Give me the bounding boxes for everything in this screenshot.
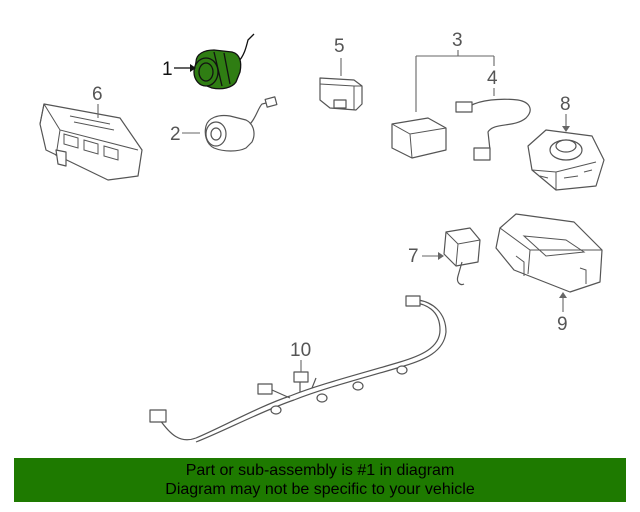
callout-3: 3 [415, 30, 495, 112]
part-10-wiring-harness[interactable] [149, 295, 447, 443]
callout-6: 6 [92, 84, 103, 118]
part-4-wiring-harness[interactable] [455, 98, 531, 161]
svg-text:7: 7 [408, 246, 419, 267]
svg-text:3: 3 [452, 30, 463, 51]
callout-2: 2 [170, 124, 200, 145]
svg-text:10: 10 [290, 340, 311, 361]
callout-4: 4 [487, 68, 498, 96]
callout-7: 7 [408, 246, 444, 267]
banner-line-2: Diagram may not be specific to your vehi… [165, 481, 475, 498]
part-2-socket[interactable] [204, 96, 278, 152]
part-5-module[interactable] [319, 77, 363, 111]
part-7-sensor-bracket[interactable] [443, 227, 481, 286]
banner-line-1: Part or sub-assembly is #1 in diagram [185, 462, 455, 479]
callout-10: 10 [290, 340, 311, 372]
callout-9: 9 [557, 292, 568, 335]
info-banner: Part or sub-assembly is #1 in diagram Di… [14, 458, 626, 502]
svg-text:2: 2 [170, 124, 181, 145]
callout-5: 5 [334, 36, 345, 76]
part-6-switch-panel[interactable] [39, 103, 143, 181]
svg-text:9: 9 [557, 314, 568, 335]
svg-text:6: 6 [92, 84, 103, 105]
parts-diagram: 1 2 5 3 4 [39, 30, 605, 443]
svg-text:5: 5 [334, 36, 345, 57]
svg-text:8: 8 [560, 94, 571, 115]
part-1-socket-highlighted[interactable] [193, 33, 255, 90]
callout-8: 8 [560, 94, 571, 132]
part-8-controller-knob[interactable] [527, 129, 605, 191]
svg-text:4: 4 [487, 68, 498, 89]
part-9-console-base[interactable] [495, 213, 603, 293]
part-3-module-box[interactable] [391, 117, 447, 159]
svg-text:1: 1 [162, 59, 173, 80]
callout-1: 1 [162, 59, 196, 80]
